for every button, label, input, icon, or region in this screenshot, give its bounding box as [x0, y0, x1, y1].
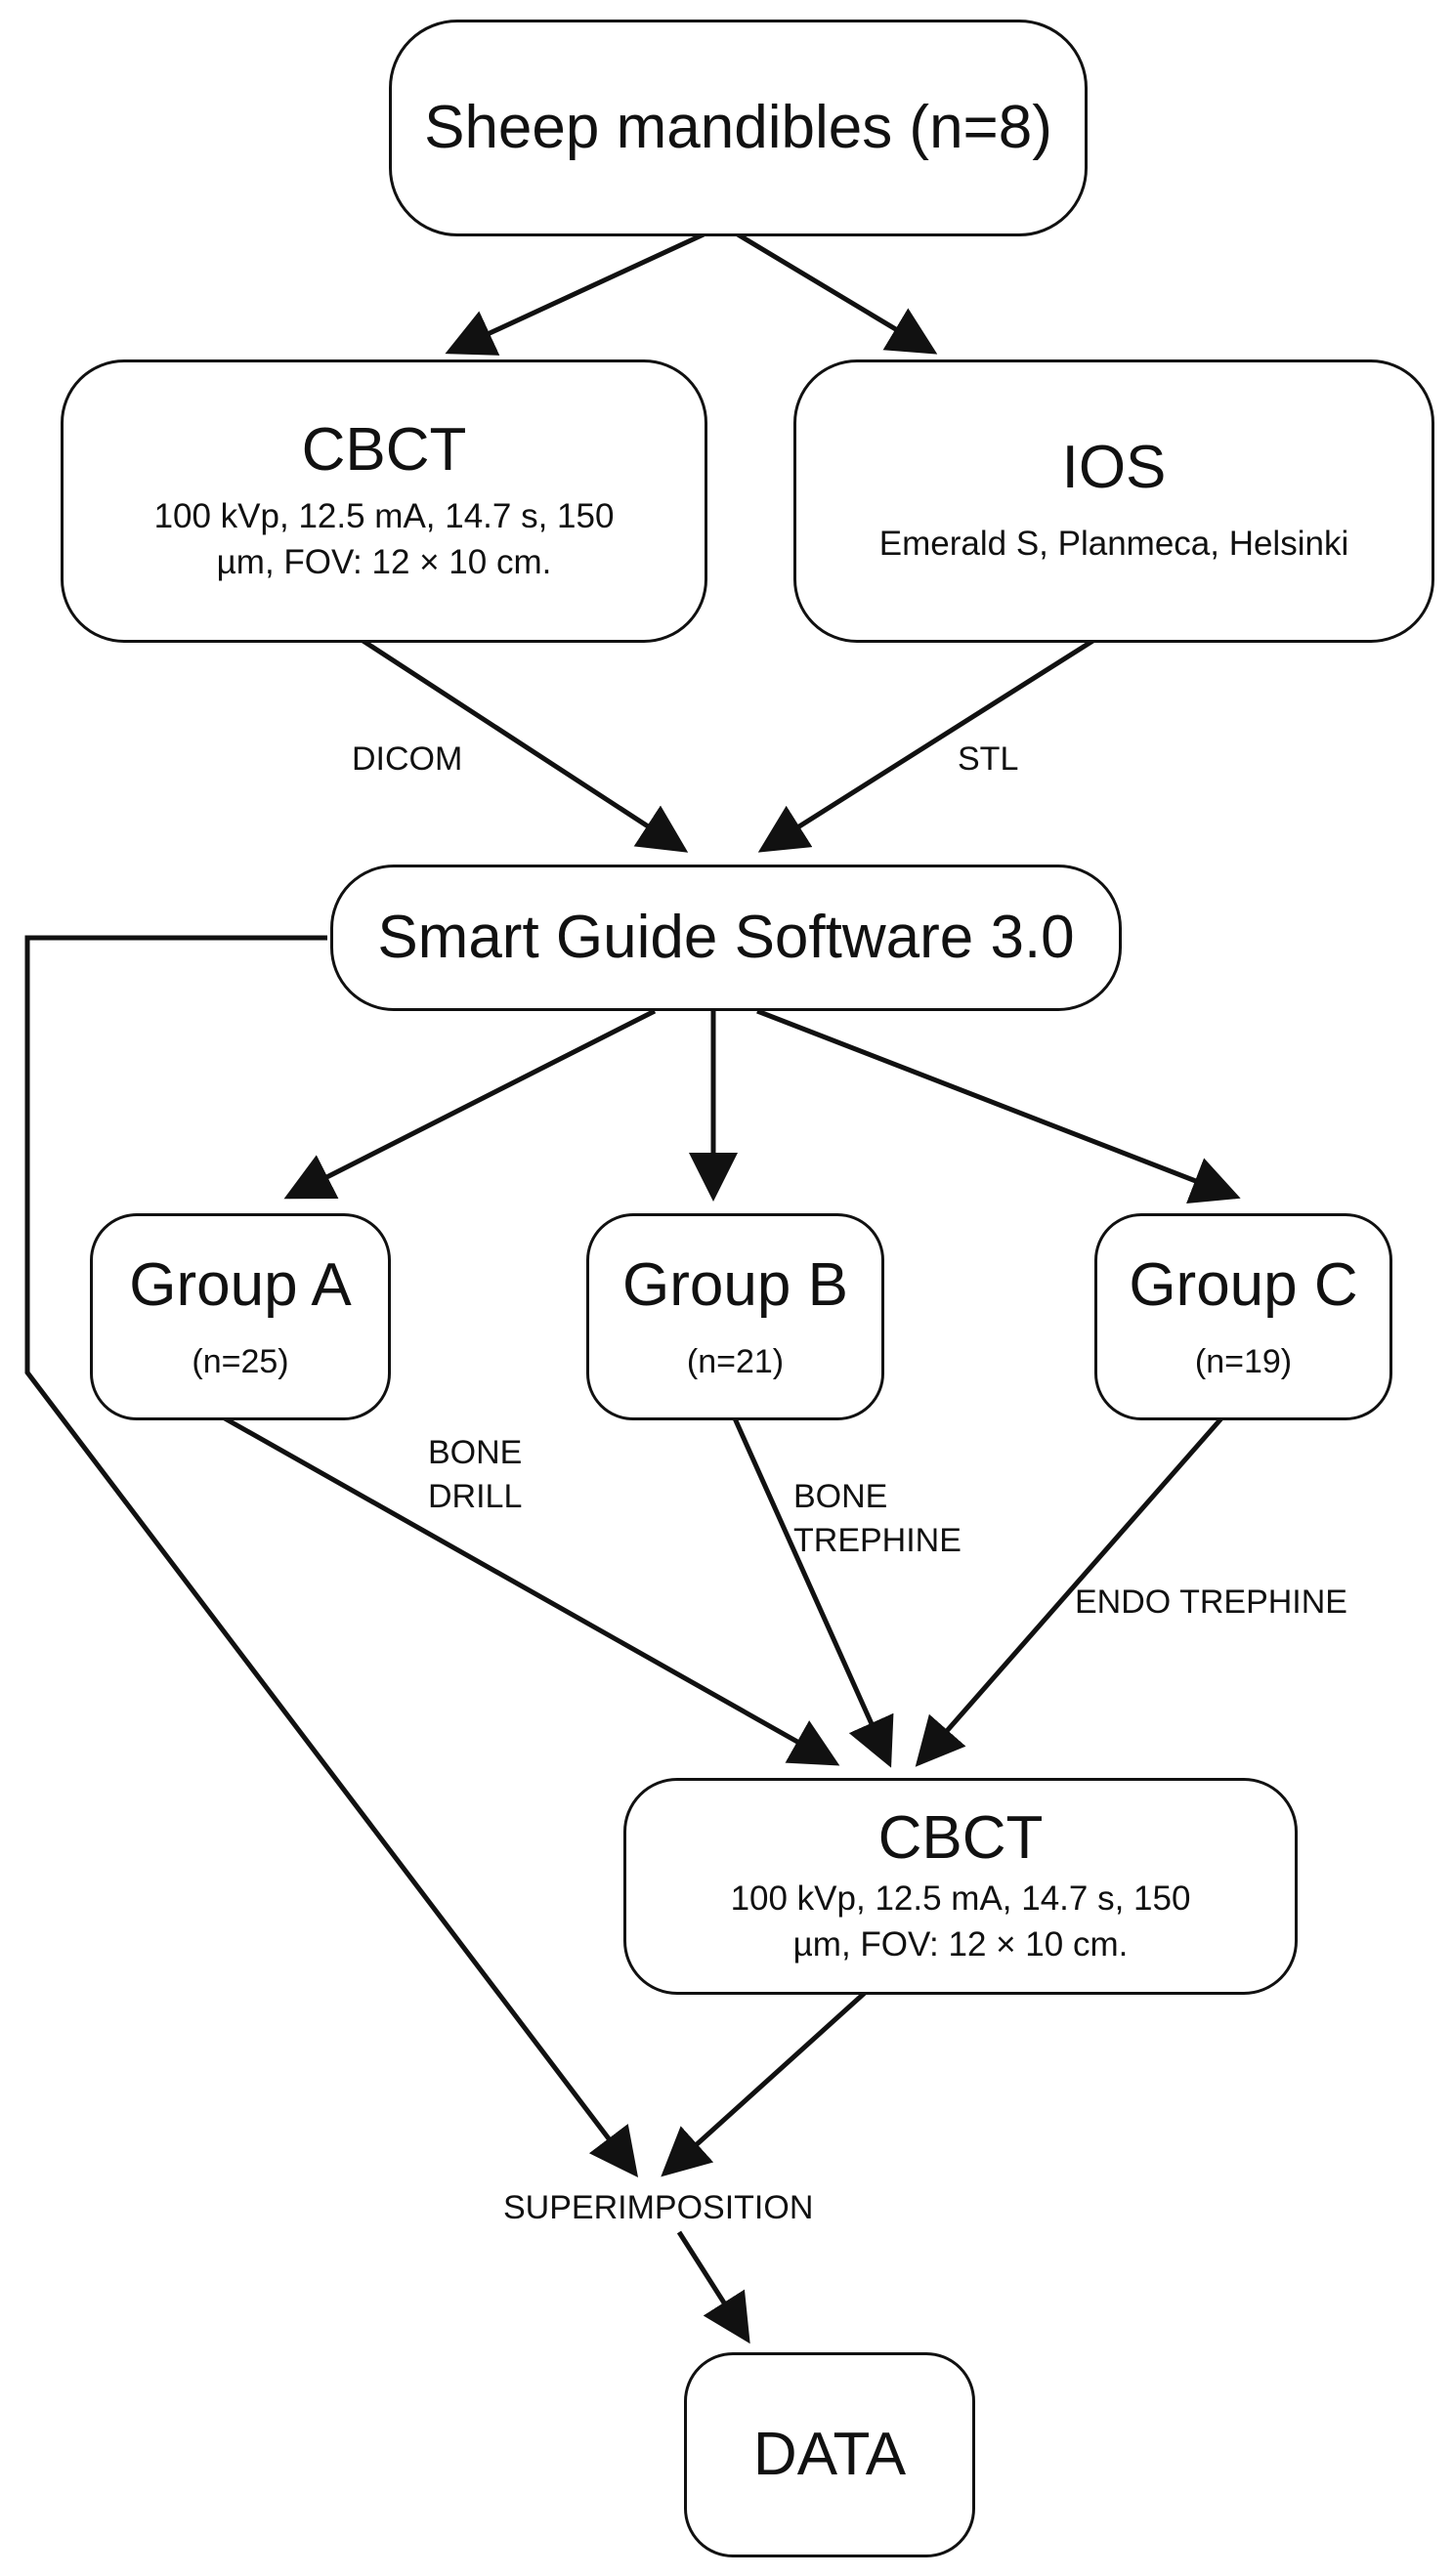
- edge-cbct-final-to-superimposition: [661, 1991, 867, 2177]
- node-ios: IOS Emerald S, Planmeca, Helsinki: [793, 359, 1434, 643]
- edge-label-endo-trephine: ENDO TREPHINE: [1075, 1584, 1347, 1621]
- edge-source-to-ios: [736, 232, 938, 355]
- edge-group-b-to-cbct-final: [732, 1416, 894, 1768]
- node-data: DATA: [684, 2352, 975, 2557]
- node-group-c-count: (n=19): [1194, 1342, 1293, 1380]
- node-cbct-final-line2: µm, FOV: 12 × 10 cm.: [792, 1925, 1129, 1964]
- edge-software-to-group-a: [283, 1008, 657, 1200]
- edge-label-bone-trephine-1: BONE: [793, 1478, 888, 1515]
- node-group-a-count: (n=25): [192, 1342, 289, 1380]
- edge-label-dicom: DICOM: [352, 740, 463, 778]
- node-group-a: Group A (n=25): [90, 1213, 391, 1420]
- edge-ios-to-software: [757, 637, 1096, 853]
- node-group-a-title: Group A: [129, 1251, 352, 1320]
- edge-label-bone-drill-1: BONE: [428, 1434, 523, 1471]
- node-cbct-final: CBCT 100 kVp, 12.5 mA, 14.7 s, 150 µm, F…: [623, 1778, 1298, 1995]
- edge-superimposition-to-data: [676, 2230, 750, 2344]
- edge-label-bone-drill-2: DRILL: [428, 1478, 523, 1515]
- node-data-label: DATA: [752, 2421, 907, 2489]
- node-cbct-initial: CBCT 100 kVp, 12.5 mA, 14.7 s, 150 µm, F…: [61, 359, 707, 643]
- edge-software-to-group-c: [756, 1008, 1241, 1204]
- node-source-label: Sheep mandibles (n=8): [424, 94, 1052, 162]
- node-cbct-initial-title: CBCT: [301, 415, 467, 484]
- node-ios-title: IOS: [1061, 434, 1167, 502]
- node-group-c-title: Group C: [1129, 1251, 1358, 1320]
- edge-software-to-superimposition: [24, 935, 639, 2177]
- node-software: Smart Guide Software 3.0: [330, 865, 1122, 1011]
- node-group-b-title: Group B: [622, 1251, 848, 1320]
- node-group-b-count: (n=21): [686, 1342, 785, 1380]
- edge-cbct-to-software: [360, 637, 689, 853]
- node-ios-detail: Emerald S, Planmeca, Helsinki: [878, 525, 1349, 564]
- edge-label-superimposition: SUPERIMPOSITION: [503, 2189, 814, 2226]
- edge-group-a-to-cbct-final: [223, 1415, 840, 1766]
- node-cbct-final-line1: 100 kVp, 12.5 mA, 14.7 s, 150: [730, 1879, 1191, 1918]
- node-software-label: Smart Guide Software 3.0: [377, 904, 1075, 972]
- edge-group-c-to-cbct-final: [915, 1416, 1223, 1767]
- node-cbct-final-title: CBCT: [877, 1803, 1044, 1872]
- node-cbct-initial-line2: µm, FOV: 12 × 10 cm.: [216, 543, 552, 582]
- node-cbct-initial-line1: 100 kVp, 12.5 mA, 14.7 s, 150: [153, 496, 615, 535]
- node-source: Sheep mandibles (n=8): [389, 20, 1088, 236]
- edge-label-bone-trephine-2: TREPHINE: [793, 1522, 962, 1559]
- node-group-c: Group C (n=19): [1094, 1213, 1392, 1420]
- edge-label-stl: STL: [958, 740, 1019, 778]
- edge-source-to-cbct: [445, 232, 705, 356]
- node-group-b: Group B (n=21): [586, 1213, 884, 1420]
